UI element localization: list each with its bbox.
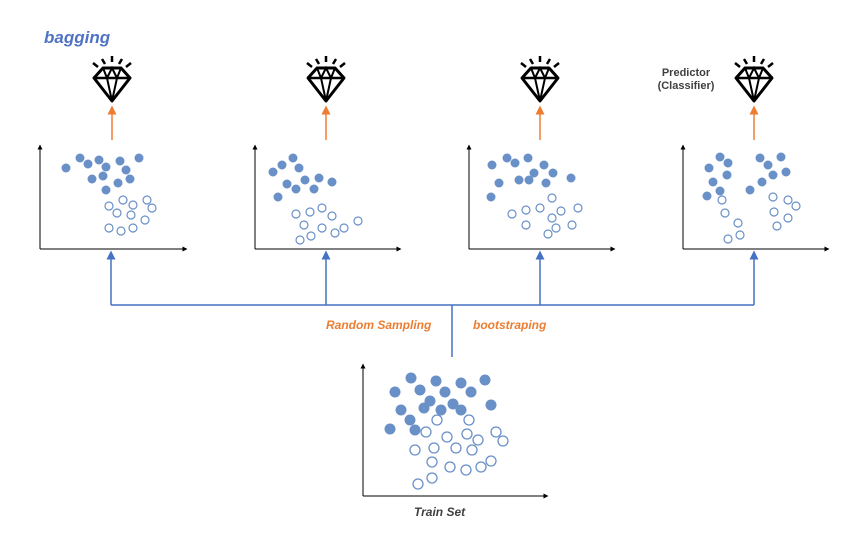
random-sampling-label: Random Sampling: [326, 318, 432, 332]
bootstrap-sample-plot-4: [680, 144, 830, 252]
diamond-icon: [733, 54, 775, 103]
predictor-label-line2: (Classifier): [657, 80, 715, 92]
diamond-icon: [305, 54, 347, 103]
diamond-icon: [91, 54, 133, 103]
bootstrap-sample-plot-1: [37, 144, 188, 252]
bootstrap-sample-plot-3: [466, 144, 616, 252]
bootstrap-sample-plot-2: [252, 144, 402, 252]
diamond-icon: [519, 54, 561, 103]
train-set-label: Train Set: [414, 505, 466, 519]
train-set-plot: [360, 363, 549, 499]
predictor-label: Predictor (Classifier): [646, 67, 726, 93]
diagram-title: bagging: [44, 28, 111, 47]
predictor-arrows: [107, 105, 759, 140]
predictor-label-line1: Predictor: [661, 67, 711, 79]
sampling-connectors: [106, 250, 759, 357]
bootstraping-label: bootstraping: [473, 318, 547, 332]
